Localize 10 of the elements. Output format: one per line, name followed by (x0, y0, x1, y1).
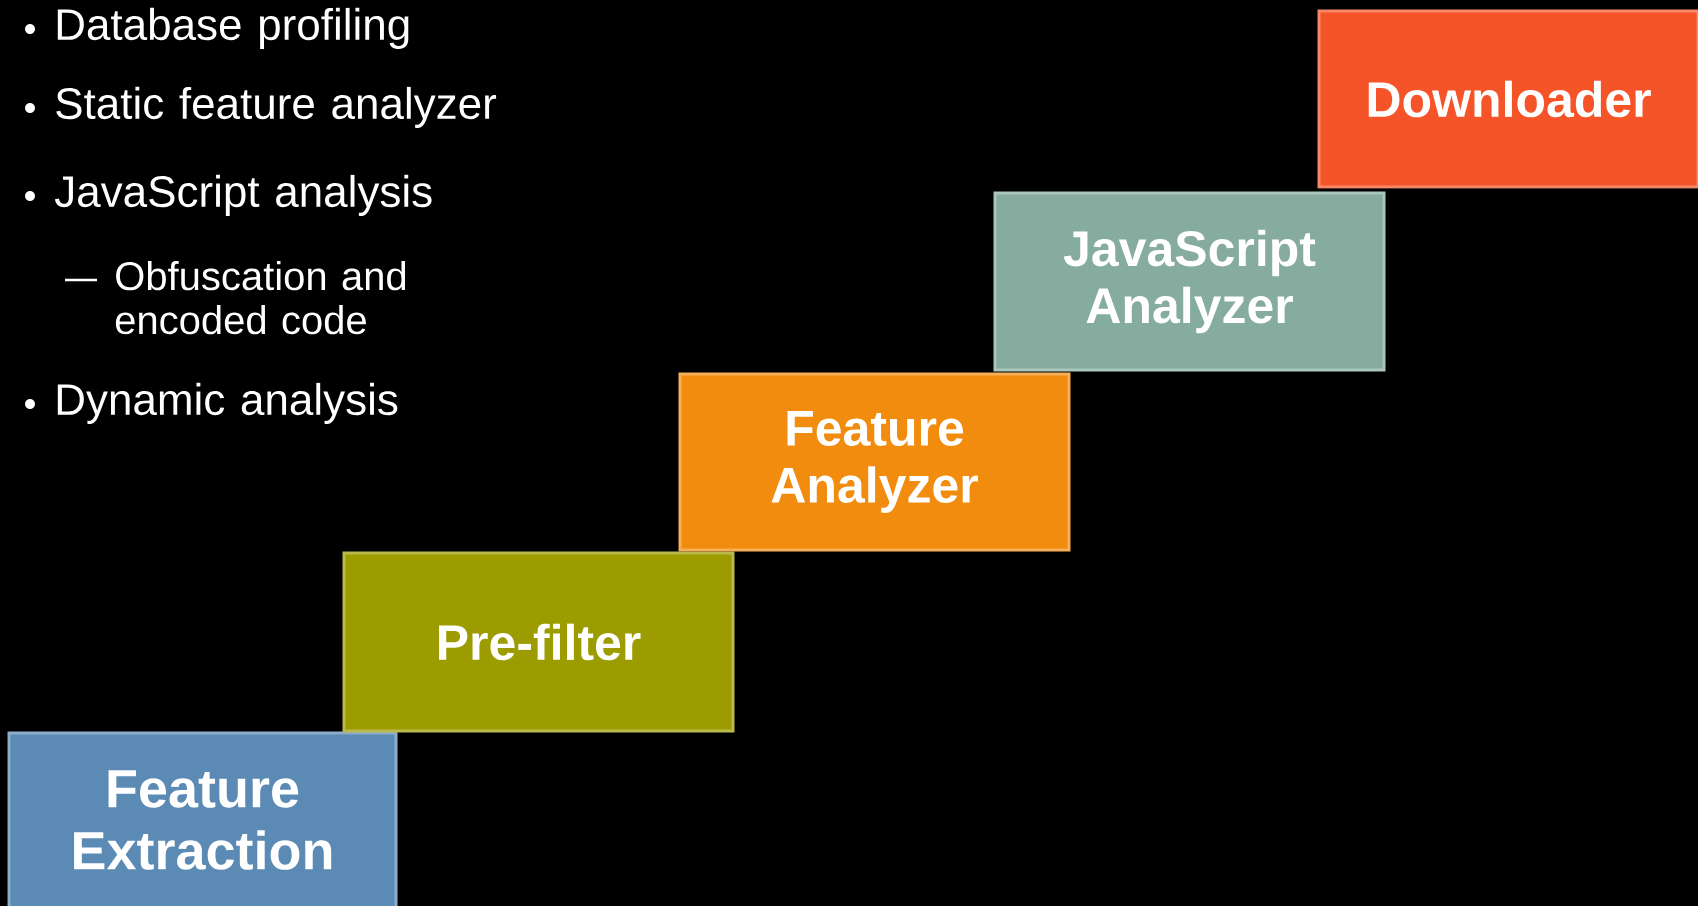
process-box: Feature Extraction (7, 731, 398, 906)
bullet-text: Static feature analyzer (56, 86, 497, 128)
process-box: Pre-filter (342, 551, 735, 733)
process-box: Downloader (1317, 9, 1698, 189)
bullet-text: Database profiling (57, 7, 409, 49)
bullet-text: Dynamic analysis (57, 382, 398, 424)
bullet-text: Obfuscation and encoded code (115, 261, 406, 335)
process-box: JavaScript Analyzer (993, 191, 1386, 372)
process-box: Feature Analyzer (678, 372, 1071, 552)
bullet-text: JavaScript analysis (54, 174, 432, 216)
